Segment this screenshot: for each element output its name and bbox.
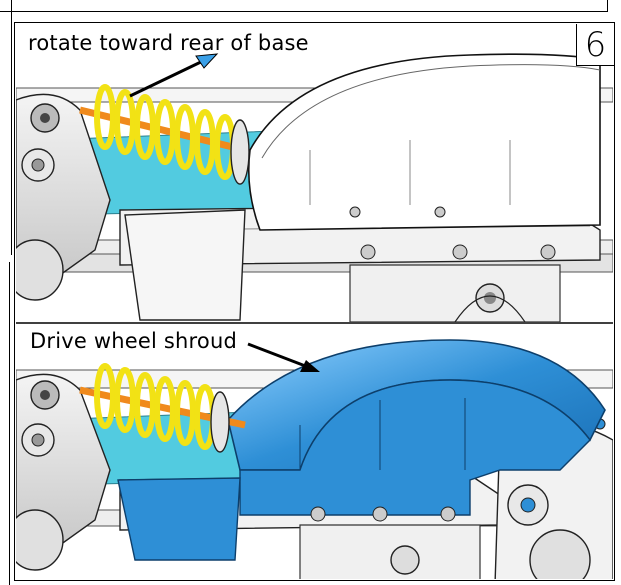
lower-housing: [299, 524, 481, 579]
screw: [452, 244, 468, 260]
wheel-hub: [16, 509, 64, 571]
panel-top-illustration: [16, 53, 613, 322]
wheel-nut: [390, 545, 420, 575]
shroud-front-flange: [117, 477, 241, 561]
step-number-badge: 6: [576, 24, 614, 66]
background-frame-left-upper: [0, 0, 12, 255]
spring-cap: [230, 119, 250, 185]
background-frame-left-lower: [0, 262, 10, 585]
drive-wheel-shroud-uninstalled: [248, 53, 601, 231]
background-frame-top: [0, 0, 608, 12]
front-bracket: [124, 209, 246, 321]
rotation-arrow: [129, 53, 219, 98]
suspension-spring: [94, 363, 216, 450]
spring-cap: [210, 391, 230, 453]
screw: [440, 506, 456, 522]
callout-arrow: [247, 342, 320, 372]
screw: [310, 506, 326, 522]
caption-drive-wheel-shroud: Drive wheel shroud: [30, 329, 238, 353]
panel-bottom-illustration: [16, 339, 613, 579]
screw: [372, 506, 388, 522]
wheel-hub: [16, 239, 64, 301]
screw: [360, 244, 376, 260]
screw: [540, 244, 556, 260]
caption-rotate-instruction: rotate toward rear of base: [28, 31, 309, 55]
lower-housing: [349, 264, 561, 322]
side-plate: [16, 93, 111, 276]
side-plate: [16, 373, 111, 546]
